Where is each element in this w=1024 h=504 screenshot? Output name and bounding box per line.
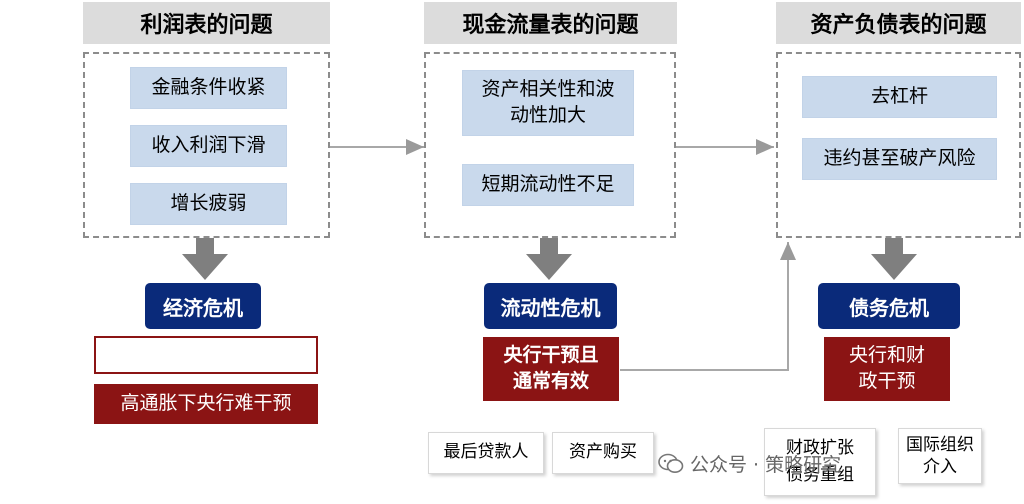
- tool-lender-of-last-resort: 最后贷款人: [428, 432, 544, 474]
- cashflow-problem-box: [424, 52, 676, 238]
- down-arrow-cashflow: [526, 238, 572, 280]
- liquidity-crisis-badge: 流动性危机: [484, 283, 617, 329]
- balance-note: 央行和财政干预: [824, 337, 950, 401]
- cashflow-note: 央行干预且通常有效: [483, 337, 619, 401]
- tool-asset-purchase: 资产购买: [552, 432, 654, 474]
- watermark: 公众号 · 策略研究: [658, 450, 841, 477]
- income-item-3: 增长疲弱: [130, 183, 287, 225]
- income-header: 利润表的问题: [83, 2, 330, 44]
- debt-crisis-badge: 债务危机: [818, 283, 960, 329]
- income-item-1: 金融条件收紧: [130, 67, 287, 109]
- tool-international-org-intervention: 国际组织介入: [898, 428, 982, 484]
- economic-crisis-badge: 经济危机: [145, 283, 261, 329]
- arrow-intervention-to-balance: [620, 242, 796, 371]
- wechat-icon: [658, 453, 684, 473]
- income-problem-box: [83, 52, 330, 238]
- balance-item-1: 去杠杆: [802, 76, 997, 118]
- cashflow-item-1: 资产相关性和波动性加大: [462, 70, 634, 136]
- cashflow-header: 现金流量表的问题: [424, 2, 677, 44]
- balance-problem-box: [776, 52, 1021, 238]
- down-arrow-balance: [871, 238, 917, 280]
- down-arrow-income: [182, 238, 228, 280]
- cashflow-item-2: 短期流动性不足: [462, 164, 634, 206]
- tool-fiscal-expansion-restructuring: 财政扩张债务重组: [764, 428, 876, 496]
- income-item-2: 收入利润下滑: [130, 125, 287, 167]
- balance-item-2: 违约甚至破产风险: [802, 138, 997, 180]
- balance-header: 资产负债表的问题: [776, 2, 1021, 44]
- income-note: 高通胀下央行难干预: [94, 384, 318, 424]
- income-empty-note: [94, 336, 318, 374]
- watermark-text: 公众号 · 策略研究: [690, 454, 842, 476]
